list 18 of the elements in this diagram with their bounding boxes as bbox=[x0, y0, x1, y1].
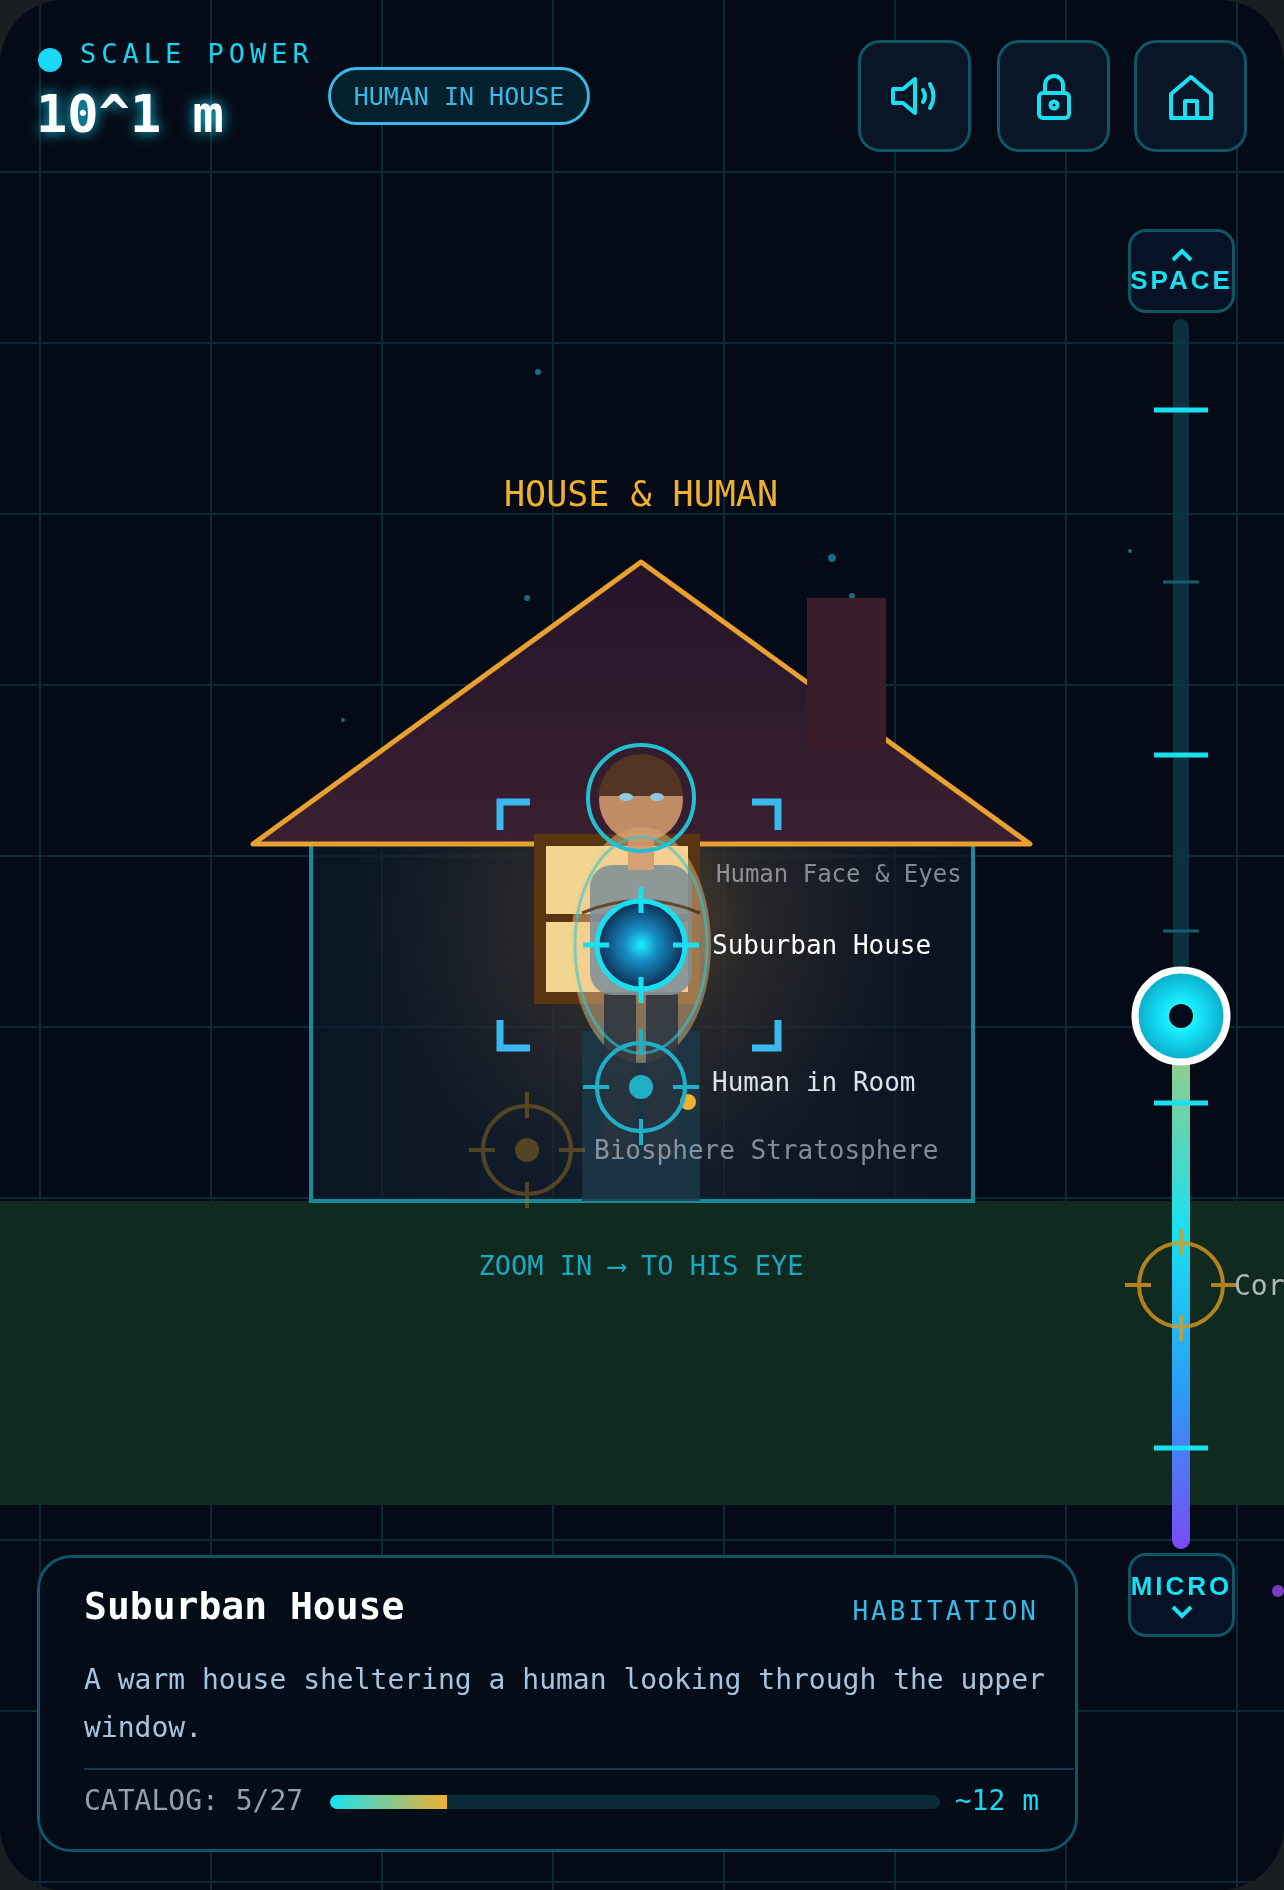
target-label: Cor bbox=[1234, 1268, 1284, 1302]
description-text: A warm house sheltering a human looking through the upper window. bbox=[84, 1662, 1046, 1746]
category-label: HABITATION bbox=[852, 1596, 1039, 1626]
zoom-out-button: SPACE bbox=[1128, 229, 1235, 313]
scale-value: 10^1 m bbox=[36, 84, 224, 144]
scene-title: HOUSE & HUMAN bbox=[504, 474, 778, 514]
target-label: Human Face & Eyes bbox=[716, 860, 962, 888]
target-label: Human in Room bbox=[712, 1067, 916, 1097]
scale-caption: SCALE POWER bbox=[80, 38, 314, 69]
zoom-hint: ZOOM IN ⟶ TO HIS EYE bbox=[478, 1250, 804, 1281]
card-title: Suburban House bbox=[84, 1584, 405, 1628]
info-card bbox=[37, 1555, 1078, 1852]
zoom-in-button: MICRO bbox=[1128, 1553, 1235, 1637]
target-label: Suburban House bbox=[712, 930, 932, 960]
mode-tag: HUMAN IN HOUSE bbox=[328, 67, 590, 125]
size-value: ~12 m bbox=[954, 1784, 1039, 1817]
target-label: Biosphere Stratosphere bbox=[594, 1135, 939, 1165]
catalog-count: CATALOG: 5/27 bbox=[84, 1784, 304, 1817]
